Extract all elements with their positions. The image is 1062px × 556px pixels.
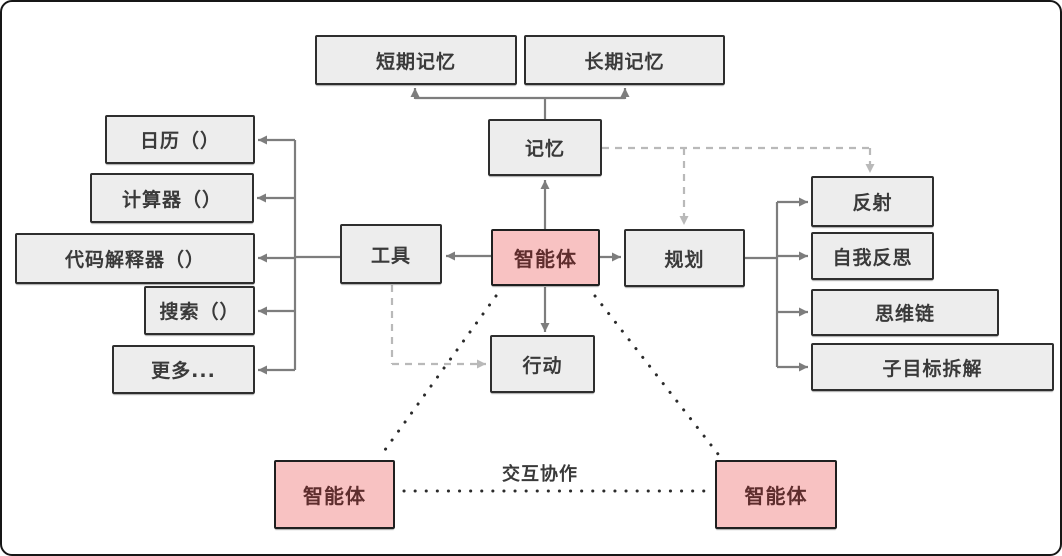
node-tools: 工具	[340, 224, 442, 284]
node-label: 子目标拆解	[882, 357, 983, 380]
node-label: 计算器（）	[121, 188, 222, 211]
node-label: 更多...	[151, 360, 216, 382]
node-agent-left: 智能体	[274, 460, 395, 529]
node-label: 自我反思	[832, 246, 913, 269]
node-calendar: 日历（）	[105, 115, 255, 164]
node-label: 规划	[664, 248, 705, 271]
node-more: 更多...	[112, 345, 255, 394]
node-planning: 规划	[624, 229, 745, 287]
dotted-agent-to-left-agent	[380, 294, 498, 456]
node-long-term-memory: 长期记忆	[524, 35, 725, 85]
collaboration-label: 交互协作	[502, 464, 578, 485]
node-memory: 记忆	[488, 119, 602, 176]
node-label: 反射	[852, 192, 893, 214]
node-action: 行动	[490, 335, 595, 393]
node-label: 代码解释器（）	[64, 249, 205, 271]
tools-trunk-line	[293, 140, 340, 370]
node-search: 搜索（）	[144, 286, 255, 335]
node-label: 行动	[522, 354, 563, 377]
node-short-term-memory: 短期记忆	[315, 35, 517, 85]
node-calculator: 计算器（）	[90, 173, 254, 223]
node-label: 短期记忆	[375, 50, 456, 73]
node-agent-right: 智能体	[715, 460, 837, 529]
node-chain-of-thought: 思维链	[811, 289, 999, 336]
node-agent-center: 智能体	[491, 229, 600, 286]
node-label: 搜索（）	[159, 301, 240, 323]
node-subgoal-decomposition: 子目标拆解	[811, 343, 1054, 391]
node-label: 智能体	[514, 247, 577, 271]
node-label: 长期记忆	[584, 50, 665, 73]
node-label: 记忆	[524, 138, 565, 160]
memory-split-line	[415, 96, 625, 119]
node-label: 思维链	[874, 303, 935, 325]
node-reflection: 反射	[811, 176, 934, 227]
planning-trunk-line	[745, 202, 779, 367]
node-self-reflection: 自我反思	[811, 232, 934, 280]
node-label: 工具	[370, 244, 411, 267]
node-code-interpreter: 代码解释器（）	[15, 233, 255, 284]
node-label: 智能体	[744, 484, 808, 508]
node-label: 日历（）	[139, 130, 220, 152]
dotted-agent-to-right-agent	[593, 294, 720, 456]
node-label: 智能体	[303, 484, 366, 508]
